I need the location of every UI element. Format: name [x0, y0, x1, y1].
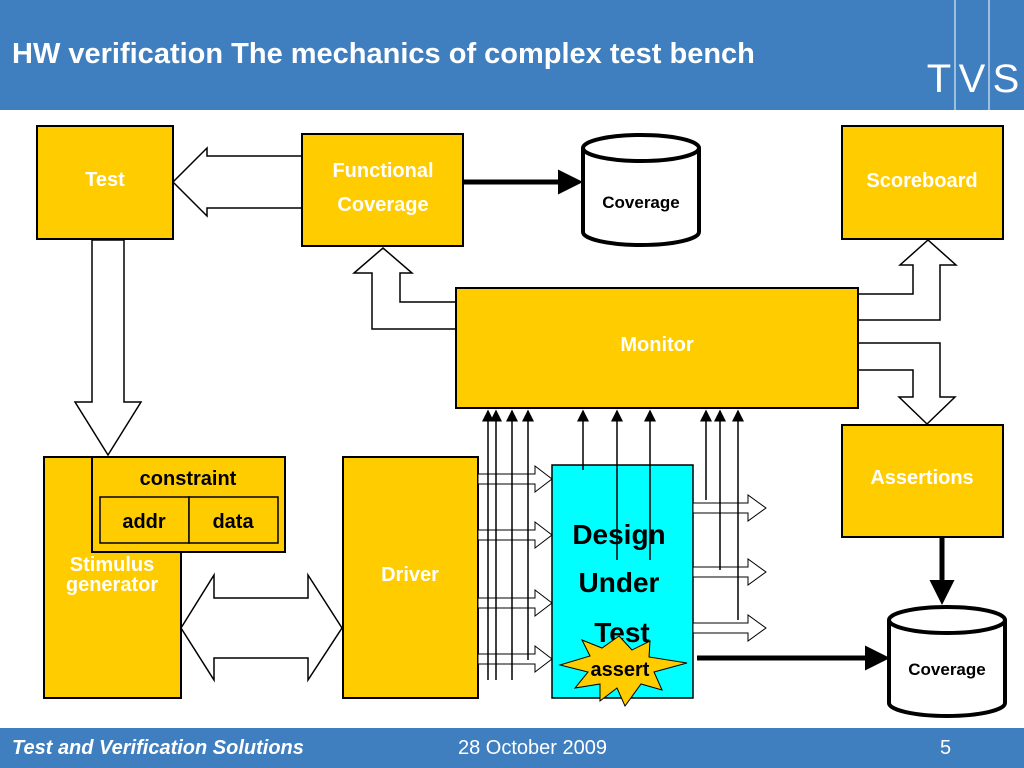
driver-label: Driver: [381, 564, 439, 586]
arrow-monitor-to-scoreboard: [857, 238, 958, 321]
logo-letter-t: T: [927, 57, 951, 101]
stimulus-label-2: generator: [66, 574, 158, 596]
scoreboard-label: Scoreboard: [866, 170, 977, 192]
stimulus-label-1: Stimulus: [70, 554, 154, 576]
functional-coverage-label-2: Coverage: [337, 194, 428, 216]
dut-output-arrows: [692, 494, 767, 642]
test-block: [36, 125, 174, 240]
footer-date: 28 October 2009: [458, 737, 607, 759]
assert-starburst: [558, 635, 688, 707]
test-label: Test: [85, 169, 125, 191]
monitor-label: Monitor: [620, 334, 694, 356]
testbench-diagram: Test Functional Coverage Scoreboard Moni…: [36, 125, 1007, 718]
monitor-block: [455, 287, 859, 409]
addr-field: [99, 496, 190, 544]
coverage-db-bottom: [887, 605, 1007, 718]
arrow-coverage-to-test: [171, 146, 303, 218]
monitor-probe-lines: [482, 409, 744, 680]
driver-to-dut-arrows: [477, 464, 553, 674]
data-label: data: [212, 511, 254, 533]
arrow-stimulus-driver-bidirectional: [180, 572, 343, 683]
data-field: [188, 496, 279, 544]
arrow-monitor-to-functional-coverage: [351, 247, 457, 330]
addr-label: addr: [122, 511, 166, 533]
header-bar: HW verification The mechanics of complex…: [0, 0, 1024, 110]
dut-label-1: Design: [572, 519, 665, 550]
assertions-block: [841, 424, 1004, 538]
assertions-label: Assertions: [870, 467, 973, 489]
driver-block: [342, 456, 479, 699]
assert-label: assert: [591, 659, 650, 681]
arrow-test-to-stimulus: [73, 239, 143, 457]
coverage-db-top: [581, 133, 701, 247]
functional-coverage-label-1: Functional: [332, 160, 433, 182]
scoreboard-block: [841, 125, 1004, 240]
functional-coverage-block: [301, 133, 464, 247]
tvs-logo: T V S: [922, 0, 1024, 110]
coverage-bottom-label: Coverage: [908, 660, 985, 679]
logo-letter-v: V: [959, 57, 986, 101]
coverage-top-label: Coverage: [602, 193, 679, 212]
dut-label-2: Under: [579, 567, 660, 598]
constraint-label: constraint: [140, 468, 237, 490]
page-title: HW verification The mechanics of complex…: [12, 38, 755, 70]
footer-bar: [0, 728, 1024, 768]
footer-page-number: 5: [940, 737, 952, 759]
arrow-monitor-to-assertions: [857, 342, 957, 426]
footer-company: Test and Verification Solutions: [12, 737, 304, 759]
logo-letter-s: S: [993, 57, 1020, 101]
